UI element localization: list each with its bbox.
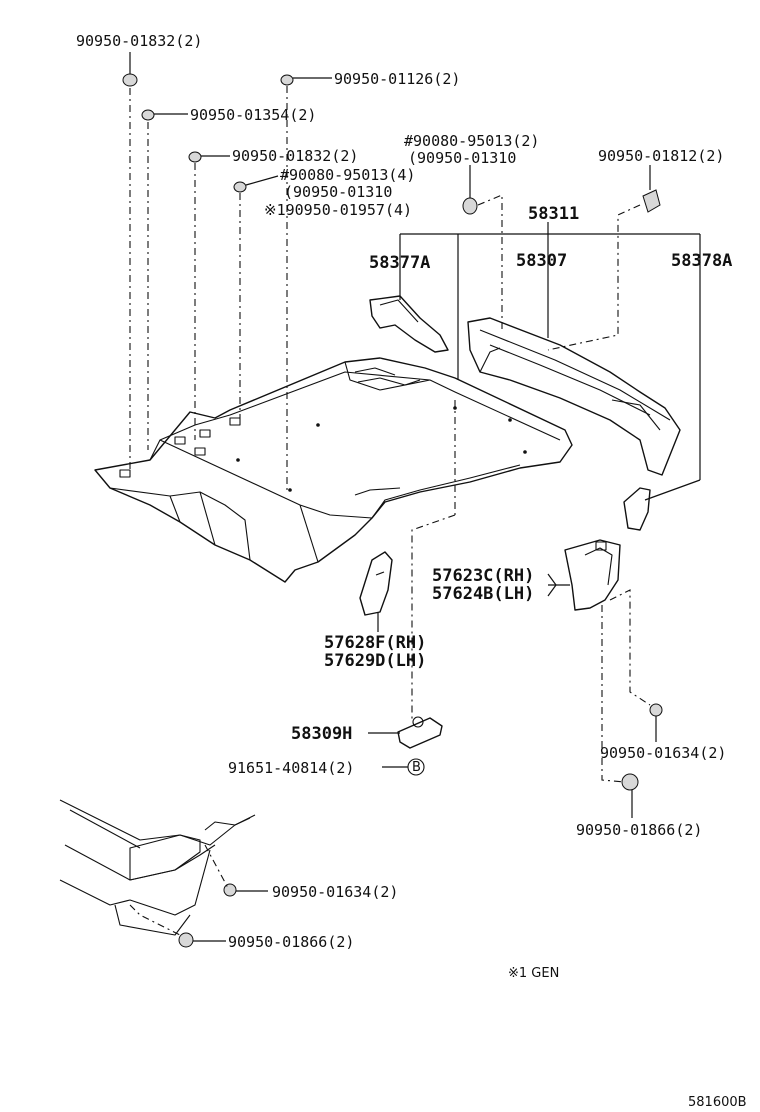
stay-57628f-drawing	[359, 551, 393, 616]
label-part-58307: 58307	[516, 251, 567, 271]
label-bolt: 91651-40814(2)	[228, 759, 354, 777]
label-clip-top: 90950-01832(2)	[76, 32, 202, 50]
label-footnote: ※1 GEN	[508, 966, 559, 981]
label-clip-01354: 90950-01354(2)	[190, 106, 316, 124]
label-hash-95013-4: #90080-95013(4)	[280, 166, 415, 184]
reinforcement-58378a-drawing	[623, 487, 651, 531]
label-clip-01634-l: 90950-01634(2)	[272, 883, 398, 901]
reinforcement-58377a-drawing	[369, 295, 449, 353]
label-clip-01812: 90950-01812(2)	[598, 147, 724, 165]
label-part-58378a: 58378A	[671, 251, 732, 271]
reinforcement-58307-drawing	[467, 317, 681, 476]
leader-lines	[129, 52, 701, 942]
label-paren-01310-b: (90950-01310	[408, 149, 516, 167]
text-labels: 90950-01832(2) 90950-01126(2) 90950-0135…	[76, 32, 747, 1110]
label-hook: 58309H	[291, 724, 352, 744]
floor-panel-drawing	[94, 357, 573, 583]
label-clip-01634-r: 90950-01634(2)	[600, 744, 726, 762]
label-hash-95013-2: #90080-95013(2)	[404, 132, 539, 150]
hook-58309h-drawing	[397, 716, 443, 749]
label-clip-01832b: 90950-01832(2)	[232, 147, 358, 165]
bracket-57623c-drawing	[564, 539, 621, 611]
label-callout-b: B	[412, 760, 421, 775]
label-clip-01866-r: 90950-01866(2)	[576, 821, 702, 839]
clip-icons	[122, 73, 663, 948]
label-stay-lh: 57629D(LH)	[324, 651, 426, 671]
label-star-01957: ※190950-01957(4)	[264, 201, 412, 219]
detail-view-drawing	[59, 799, 256, 936]
label-paren-01310-a: (90950-01310	[284, 183, 392, 201]
label-stay-rh: 57628F(RH)	[324, 633, 426, 653]
label-part-58377a: 58377A	[369, 253, 430, 273]
label-bracket-rh: 57623C(RH)	[432, 566, 534, 586]
label-bracket-lh: 57624B(LH)	[432, 584, 534, 604]
label-clip-01126: 90950-01126(2)	[334, 70, 460, 88]
label-clip-01866-l: 90950-01866(2)	[228, 933, 354, 951]
label-part-58311: 58311	[528, 204, 579, 224]
label-drawing-number: 581600B	[688, 1095, 747, 1110]
assembly-lines	[129, 86, 651, 936]
